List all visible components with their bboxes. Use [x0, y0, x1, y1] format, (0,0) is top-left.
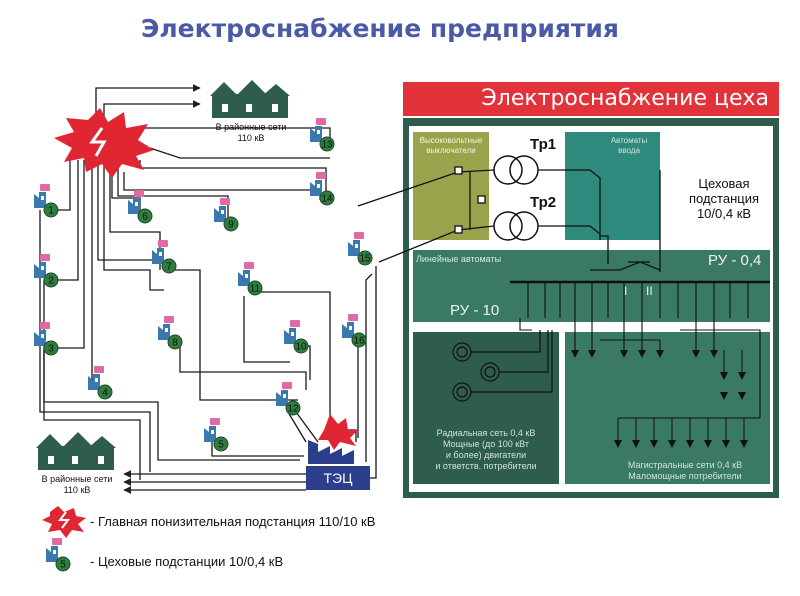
shop-substation-10-number: 10 — [295, 342, 307, 353]
legend-shop-substation-icon: 5 — [46, 538, 71, 572]
shop-substation-12: 12 — [276, 382, 301, 416]
district-grid-top-icon — [210, 80, 290, 118]
input-breakers-line1: Автоматы — [610, 136, 648, 145]
district-bottom-label: В районные сети 110 кВ — [32, 474, 122, 496]
radial-line3: и более) двигатели — [445, 450, 527, 460]
shop-wiring — [357, 166, 770, 284]
shop-title: Электроснабжение цеха — [481, 86, 769, 111]
radial-net-box — [413, 332, 559, 484]
shop-substation-13: 13 — [310, 118, 335, 152]
shop-substation-7-number: 7 — [166, 262, 172, 273]
radial-net-label: Радиальная сеть 0,4 кВ Мощные (до 100 кВ… — [415, 428, 557, 472]
shop-substation-9-number: 9 — [228, 220, 234, 231]
ru10-label: РУ - 10 — [450, 302, 500, 319]
shop-substation-8-number: 8 — [172, 338, 178, 349]
shop-substation-4-number: 4 — [102, 388, 108, 399]
shop-substation-15-number: 15 — [359, 254, 371, 265]
radial-line4: и ответств. потребители — [435, 461, 537, 471]
shop-substation-9: 9 — [214, 198, 239, 232]
shop-substation-5: 5 — [204, 418, 229, 452]
bus-2-label: II — [646, 284, 653, 298]
shop-substation-12-number: 12 — [287, 404, 299, 415]
ru04-arrows — [571, 350, 748, 448]
input-breakers-box — [565, 132, 660, 240]
shop-substation-1-number: 1 — [48, 206, 54, 217]
shop-substation-4: 4 — [88, 366, 113, 400]
legend-main-label: - Главная понизительная подстанция 110/1… — [90, 514, 376, 529]
shop-substation-16-number: 16 — [353, 336, 365, 347]
shop-substation-8: 8 — [158, 316, 183, 350]
district-top-label: В районные сети 110 кВ — [206, 122, 296, 144]
shop-substation-16: 16 — [342, 314, 367, 348]
district-top-line2: 110 кВ — [237, 133, 265, 143]
district-grid-bottom-icon — [36, 432, 116, 470]
hv-breakers-box — [413, 132, 489, 240]
main-net-line1: Магистральные сети 0,4 кВ — [627, 460, 743, 470]
district-bottom-line2: 110 кВ — [63, 485, 91, 495]
substation-line1: Цеховая — [698, 176, 750, 191]
radial-motors — [452, 330, 553, 402]
shop-substation-15: 15 — [348, 232, 373, 266]
shop-substation-2-number: 2 — [48, 276, 54, 287]
shop-substation-5-number: 5 — [218, 440, 224, 451]
shop-substation-11-number: 11 — [250, 284, 261, 295]
shop-substation-13-number: 13 — [321, 140, 333, 151]
tr1-label: Тр1 — [530, 136, 557, 153]
shop-substation-3-number: 3 — [48, 344, 54, 355]
main-net-drops — [617, 350, 745, 440]
shop-substation-14: 14 — [310, 172, 335, 206]
shop-substation-14-number: 14 — [321, 194, 333, 205]
main-net-label: Магистральные сети 0,4 кВ Маломощные пот… — [610, 460, 760, 482]
main-net-box — [565, 332, 770, 484]
ru04-label: РУ - 0,4 — [708, 252, 762, 269]
line-breakers-label: Линейные автоматы — [416, 254, 502, 264]
shop-substation-10: 10 — [284, 320, 309, 354]
shop-substation-3: 3 — [34, 322, 59, 356]
shop-substation-1: 1 — [34, 184, 59, 218]
bus-1-label: I — [624, 284, 628, 298]
tr2-label: Тр2 — [530, 194, 557, 211]
input-breakers-label: Автоматы ввода — [600, 136, 658, 156]
input-breakers-line2: ввода — [618, 146, 640, 155]
legend-main-substation-icon — [42, 506, 86, 538]
main-net-line2: Маломощные потребители — [628, 471, 742, 481]
radial-line1: Радиальная сеть 0,4 кВ — [436, 428, 536, 438]
legend-shop-label: - Цеховые подстанции 10/0,4 кВ — [90, 554, 284, 569]
tpp-plant-icon — [306, 414, 370, 490]
page-title: Электроснабжение предприятия — [141, 14, 619, 43]
radial-line2: Мощные (до 100 кВт — [443, 439, 529, 449]
shop-substation-6: 6 — [128, 190, 153, 224]
ru04-feeders — [519, 282, 761, 419]
substation-line2: подстанция — [688, 191, 760, 206]
tpp-label: ТЭЦ — [323, 470, 353, 486]
hv-breakers-line2: выключатели — [426, 146, 476, 155]
main-substation-icon — [54, 108, 154, 178]
shop-panel — [357, 118, 779, 498]
shop-substation-2: 2 — [34, 254, 59, 288]
distribution-network — [39, 84, 377, 494]
hv-breakers-label: Высоковольтные выключатели — [413, 136, 489, 156]
shop-substation-label: Цеховая подстанция 10/0,4 кВ — [682, 176, 766, 221]
district-bottom-line1: В районные сети — [41, 474, 113, 484]
legend-shop-substation-icon-number: 5 — [60, 560, 66, 571]
shop-substation-6-number: 6 — [142, 212, 148, 223]
hv-breakers-line1: Высоковольтные — [419, 136, 483, 145]
district-top-line1: В районные сети — [215, 122, 287, 132]
substation-line3: 10/0,4 кВ — [696, 206, 752, 221]
shop-substation-7: 7 — [152, 240, 177, 274]
shop-substation-11: 11 — [238, 262, 263, 296]
shop-title-banner: Электроснабжение цеха — [403, 82, 779, 116]
